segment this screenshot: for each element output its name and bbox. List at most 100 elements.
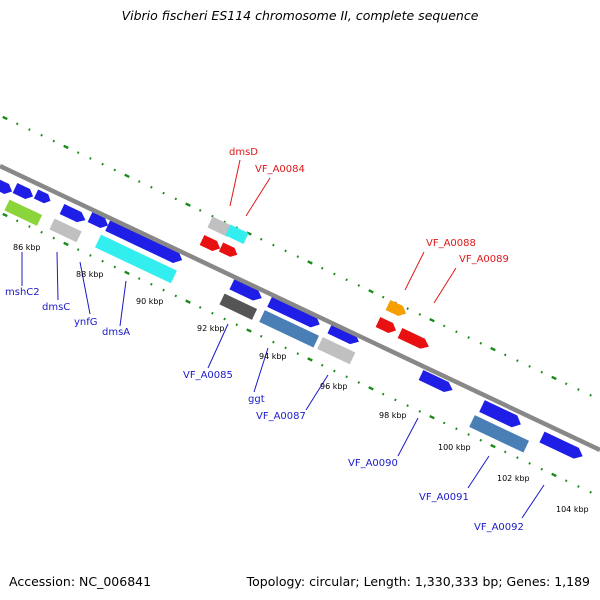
minor-tick: [101, 162, 104, 166]
label-connector-line: [56, 251, 59, 301]
gene-gray: [317, 337, 356, 365]
gene-label-dmsA: dmsA: [102, 327, 130, 338]
minor-tick: [540, 467, 544, 471]
gene-label-VF_A0092: VF_A0092: [474, 522, 524, 533]
major-tick: [368, 289, 374, 294]
map-title: Vibrio fischeri ES114 chromosome II, com…: [121, 8, 479, 23]
minor-tick: [516, 359, 519, 362]
minor-tick: [272, 340, 275, 344]
major-tick: [246, 328, 252, 333]
minor-tick: [394, 398, 397, 402]
gene-blue: [327, 322, 359, 345]
minor-tick: [320, 363, 324, 367]
gene-red: [199, 235, 221, 251]
gene-gray: [207, 216, 233, 237]
major-tick: [63, 144, 69, 150]
minor-tick: [577, 388, 580, 391]
kbp-tick-label: 92 kbp: [197, 324, 225, 333]
minor-tick: [198, 306, 202, 309]
kbp-tick-label: 88 kbp: [76, 270, 104, 279]
minor-tick: [137, 277, 141, 280]
minor-tick: [564, 479, 568, 483]
label-connector-line: [397, 417, 419, 457]
label-connector-line: [229, 159, 241, 207]
minor-tick: [442, 324, 446, 328]
minor-tick: [223, 220, 226, 224]
gene-features: [0, 178, 583, 459]
gene-cyan: [95, 234, 177, 284]
minor-tick: [150, 185, 153, 189]
minor-tick: [101, 259, 104, 263]
gene-label-VF_A0089: VF_A0089: [459, 254, 509, 265]
gene-label-dmsD: dmsD: [229, 147, 258, 158]
minor-tick: [162, 191, 165, 195]
gene-red: [375, 317, 397, 333]
gene-blue: [267, 295, 320, 328]
minor-tick: [418, 410, 422, 413]
major-tick: [551, 375, 557, 381]
kbp-tick-label: 98 kbp: [379, 411, 407, 420]
major-tick: [307, 260, 313, 265]
label-connector-line: [119, 280, 127, 327]
label-connector-line: [521, 484, 545, 519]
minor-tick: [15, 122, 19, 126]
gene-label-VF_A0087: VF_A0087: [256, 411, 306, 422]
gene-blue: [479, 400, 521, 428]
label-connector-line: [207, 323, 229, 369]
minor-tick: [223, 317, 226, 321]
minor-tick: [381, 392, 385, 396]
gene-label-ggt: ggt: [248, 394, 265, 405]
gene-label-dmsC: dmsC: [42, 302, 70, 313]
minor-tick: [296, 255, 300, 259]
gene-blue: [418, 370, 453, 392]
minor-tick: [455, 330, 458, 334]
major-tick: [63, 241, 69, 247]
minor-tick: [150, 282, 153, 286]
minor-tick: [40, 133, 43, 137]
minor-tick: [40, 230, 43, 234]
gene-steel: [469, 415, 530, 453]
minor-tick: [589, 490, 592, 494]
kbp-tick-label: 90 kbp: [136, 297, 164, 306]
minor-tick: [418, 313, 422, 316]
minor-tick: [89, 157, 92, 160]
minor-tick: [345, 278, 348, 282]
minor-tick: [442, 421, 446, 425]
minor-tick: [528, 462, 531, 465]
major-tick: [185, 299, 191, 304]
minor-tick: [333, 369, 336, 373]
minor-tick: [467, 336, 470, 339]
minor-tick: [76, 248, 80, 252]
minor-tick: [137, 180, 141, 183]
gene-cyan: [225, 224, 249, 244]
minor-tick: [272, 243, 275, 247]
gene-label-mshC2: mshC2: [5, 287, 40, 298]
minor-tick: [564, 382, 568, 386]
gene-blue: [229, 278, 262, 301]
major-tick: [429, 415, 435, 420]
gene-blue: [87, 212, 109, 228]
major-tick: [490, 346, 496, 352]
gene-label-VF_A0088: VF_A0088: [426, 238, 476, 249]
label-connector-line: [404, 251, 425, 291]
minor-tick: [479, 438, 483, 442]
outer-tick-track: [2, 115, 592, 397]
label-connector-line: [253, 347, 269, 393]
minor-tick: [52, 236, 56, 240]
major-tick: [2, 212, 8, 218]
major-tick: [490, 443, 496, 449]
gene-red: [397, 328, 429, 349]
minor-tick: [589, 393, 592, 397]
gene-blue: [33, 189, 51, 204]
chromosome-backbone: [0, 163, 600, 453]
minor-tick: [467, 433, 470, 436]
label-connectors: [21, 159, 545, 519]
gene-blue: [539, 431, 583, 459]
minor-tick: [577, 485, 580, 488]
minor-tick: [381, 295, 385, 299]
major-tick: [124, 173, 130, 178]
major-tick: [368, 386, 374, 391]
minor-tick: [198, 209, 202, 212]
